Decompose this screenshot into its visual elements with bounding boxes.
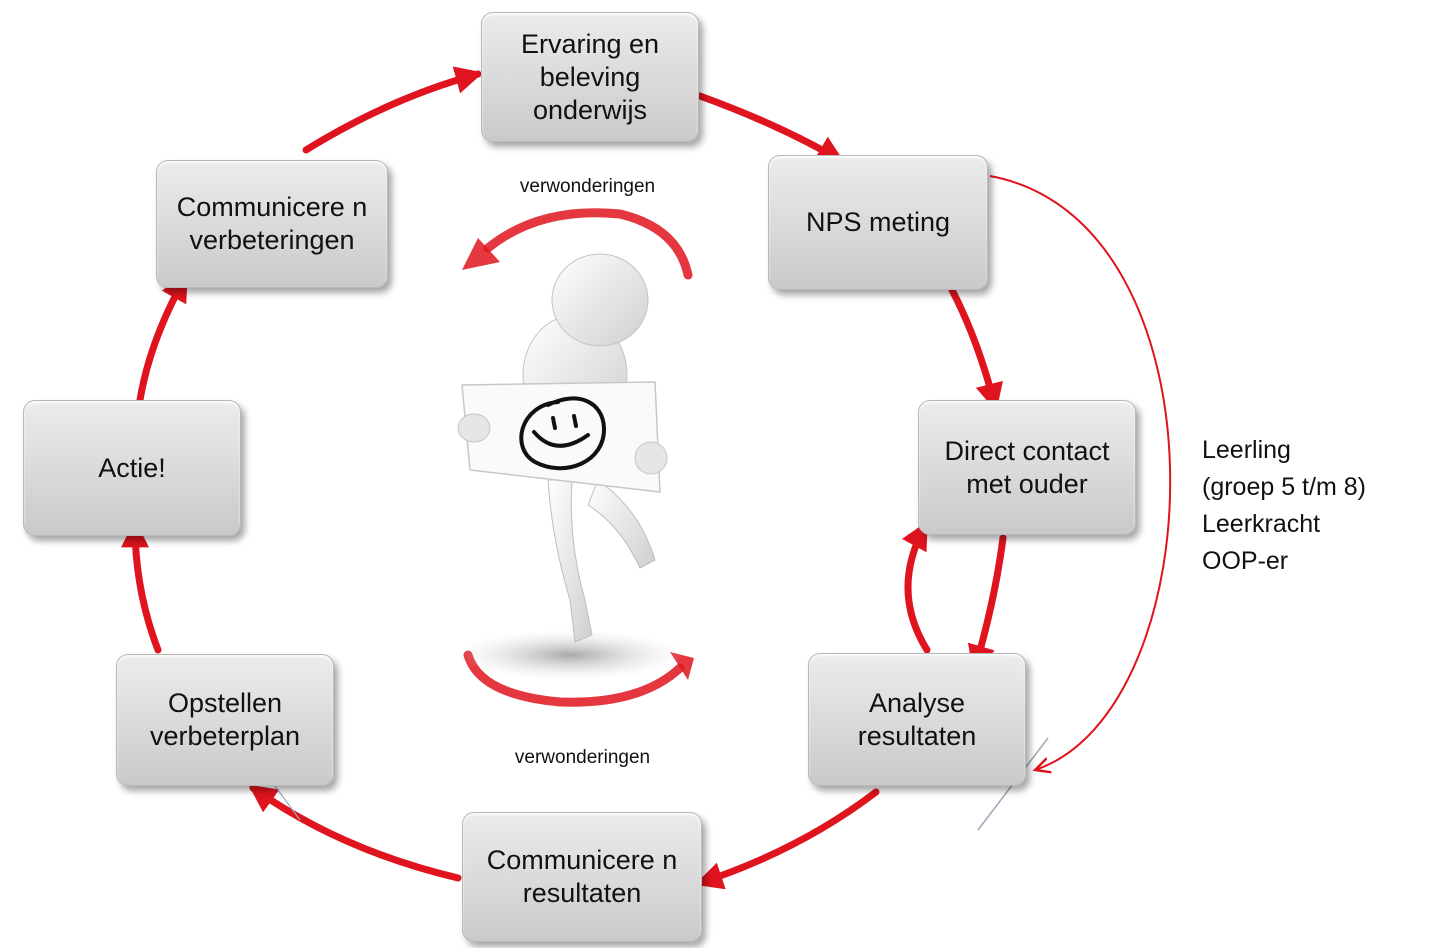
step-ervaring-label: Ervaring en beleving onderwijs bbox=[520, 28, 660, 125]
side-note-line: Leerkracht bbox=[1202, 510, 1321, 538]
step-actie: Actie! bbox=[23, 400, 241, 536]
step-communiceren-verbeteringen: Communicere n verbeteringen bbox=[156, 160, 388, 288]
step-communiceren-resultaten: Communicere n resultaten bbox=[462, 812, 702, 942]
center-rotation-arrows bbox=[462, 208, 694, 707]
side-note-line: (groep 5 t/m 8) bbox=[1202, 473, 1366, 501]
arrow-communiceren-verbeteringen-to-ervaring bbox=[302, 66, 484, 154]
side-note-line: Leerling bbox=[1202, 436, 1291, 464]
cycle-arrows bbox=[121, 66, 1007, 890]
thin-slash-line-2 bbox=[271, 781, 301, 821]
step-opstellen-label: Opstellen verbeterplan bbox=[149, 688, 301, 751]
step-nps-label: NPS meting bbox=[805, 207, 951, 237]
verwonderingen-label-top: verwonderingen bbox=[519, 176, 656, 197]
step-direct-contact-met-ouder: Direct contact met ouder bbox=[918, 400, 1136, 535]
step-communiceren-verbeteringen-label: Communicere n verbeteringen bbox=[176, 192, 368, 255]
figure-shadow bbox=[455, 630, 685, 680]
arrow-analyse-to-direct bbox=[901, 521, 931, 654]
arrow-analyse-to-communiceren-resultaten bbox=[694, 788, 880, 890]
step-analyse-label: Analyse resultaten bbox=[857, 687, 977, 751]
step-actie-label: Actie! bbox=[98, 452, 166, 483]
bypass-arrow-nps-to-analyse bbox=[989, 175, 1172, 770]
stick-figure-illustration bbox=[455, 253, 685, 680]
arrow-opstellen-to-actie bbox=[121, 519, 162, 654]
step-opstellen-verbeterplan: Opstellen verbeterplan bbox=[116, 654, 334, 786]
step-direct-label: Direct contact met ouder bbox=[944, 435, 1110, 499]
step-communiceren-resultaten-label: Communicere n resultaten bbox=[486, 845, 678, 908]
arrow-communiceren-to-opstellen bbox=[248, 784, 462, 882]
arrow-nps-to-direct bbox=[948, 286, 1003, 412]
arrow-direct-to-analyse bbox=[967, 534, 1007, 674]
side-note-line: OOP-er bbox=[1202, 547, 1289, 575]
verwonderingen-label-bottom: verwonderingen bbox=[514, 747, 651, 768]
arrow-ervaring-to-nps bbox=[696, 92, 845, 164]
side-note-participants: Leerling (groep 5 t/m 8) Leerkracht OOP-… bbox=[1202, 432, 1366, 580]
smiley-face-icon bbox=[519, 396, 607, 471]
step-ervaring-beleving-onderwijs: Ervaring en beleving onderwijs bbox=[481, 12, 699, 142]
step-analyse-resultaten: Analyse resultaten bbox=[808, 653, 1026, 786]
arrow-actie-to-communiceren-verbeteringen bbox=[136, 273, 189, 404]
step-nps-meting: NPS meting bbox=[768, 155, 988, 290]
